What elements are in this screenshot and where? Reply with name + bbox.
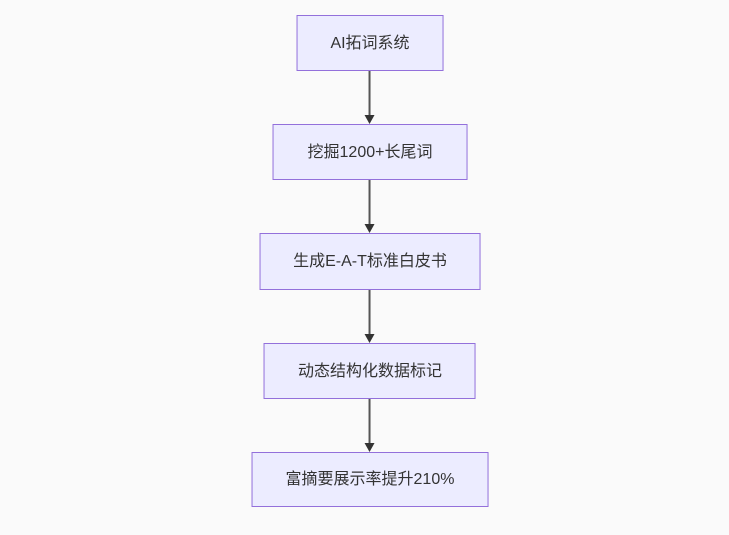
edge-line (369, 290, 371, 335)
edge-line (369, 180, 371, 225)
arrowhead-down-icon (365, 443, 375, 452)
flow-node-structured-data-markup: 动态结构化数据标记 (263, 343, 476, 399)
arrowhead-down-icon (365, 334, 375, 343)
flow-edge-a-b (363, 71, 377, 124)
flow-node-eat-whitepaper: 生成E-A-T标准白皮书 (259, 233, 481, 290)
flow-edge-c-d (363, 290, 377, 343)
flow-node-longtail-mining: 挖掘1200+长尾词 (272, 124, 468, 180)
arrowhead-down-icon (365, 224, 375, 233)
flow-node-ai-keyword-system: AI拓词系统 (296, 15, 444, 71)
flowchart: AI拓词系统 挖掘1200+长尾词 生成E-A-T标准白皮书 动态结构化数据标记… (251, 15, 489, 507)
flow-edge-b-c (363, 180, 377, 233)
edge-line (369, 399, 371, 444)
flow-node-rich-snippet-result: 富摘要展示率提升210% (251, 452, 489, 507)
flow-edge-d-e (363, 399, 377, 452)
arrowhead-down-icon (365, 115, 375, 124)
edge-line (369, 71, 371, 116)
